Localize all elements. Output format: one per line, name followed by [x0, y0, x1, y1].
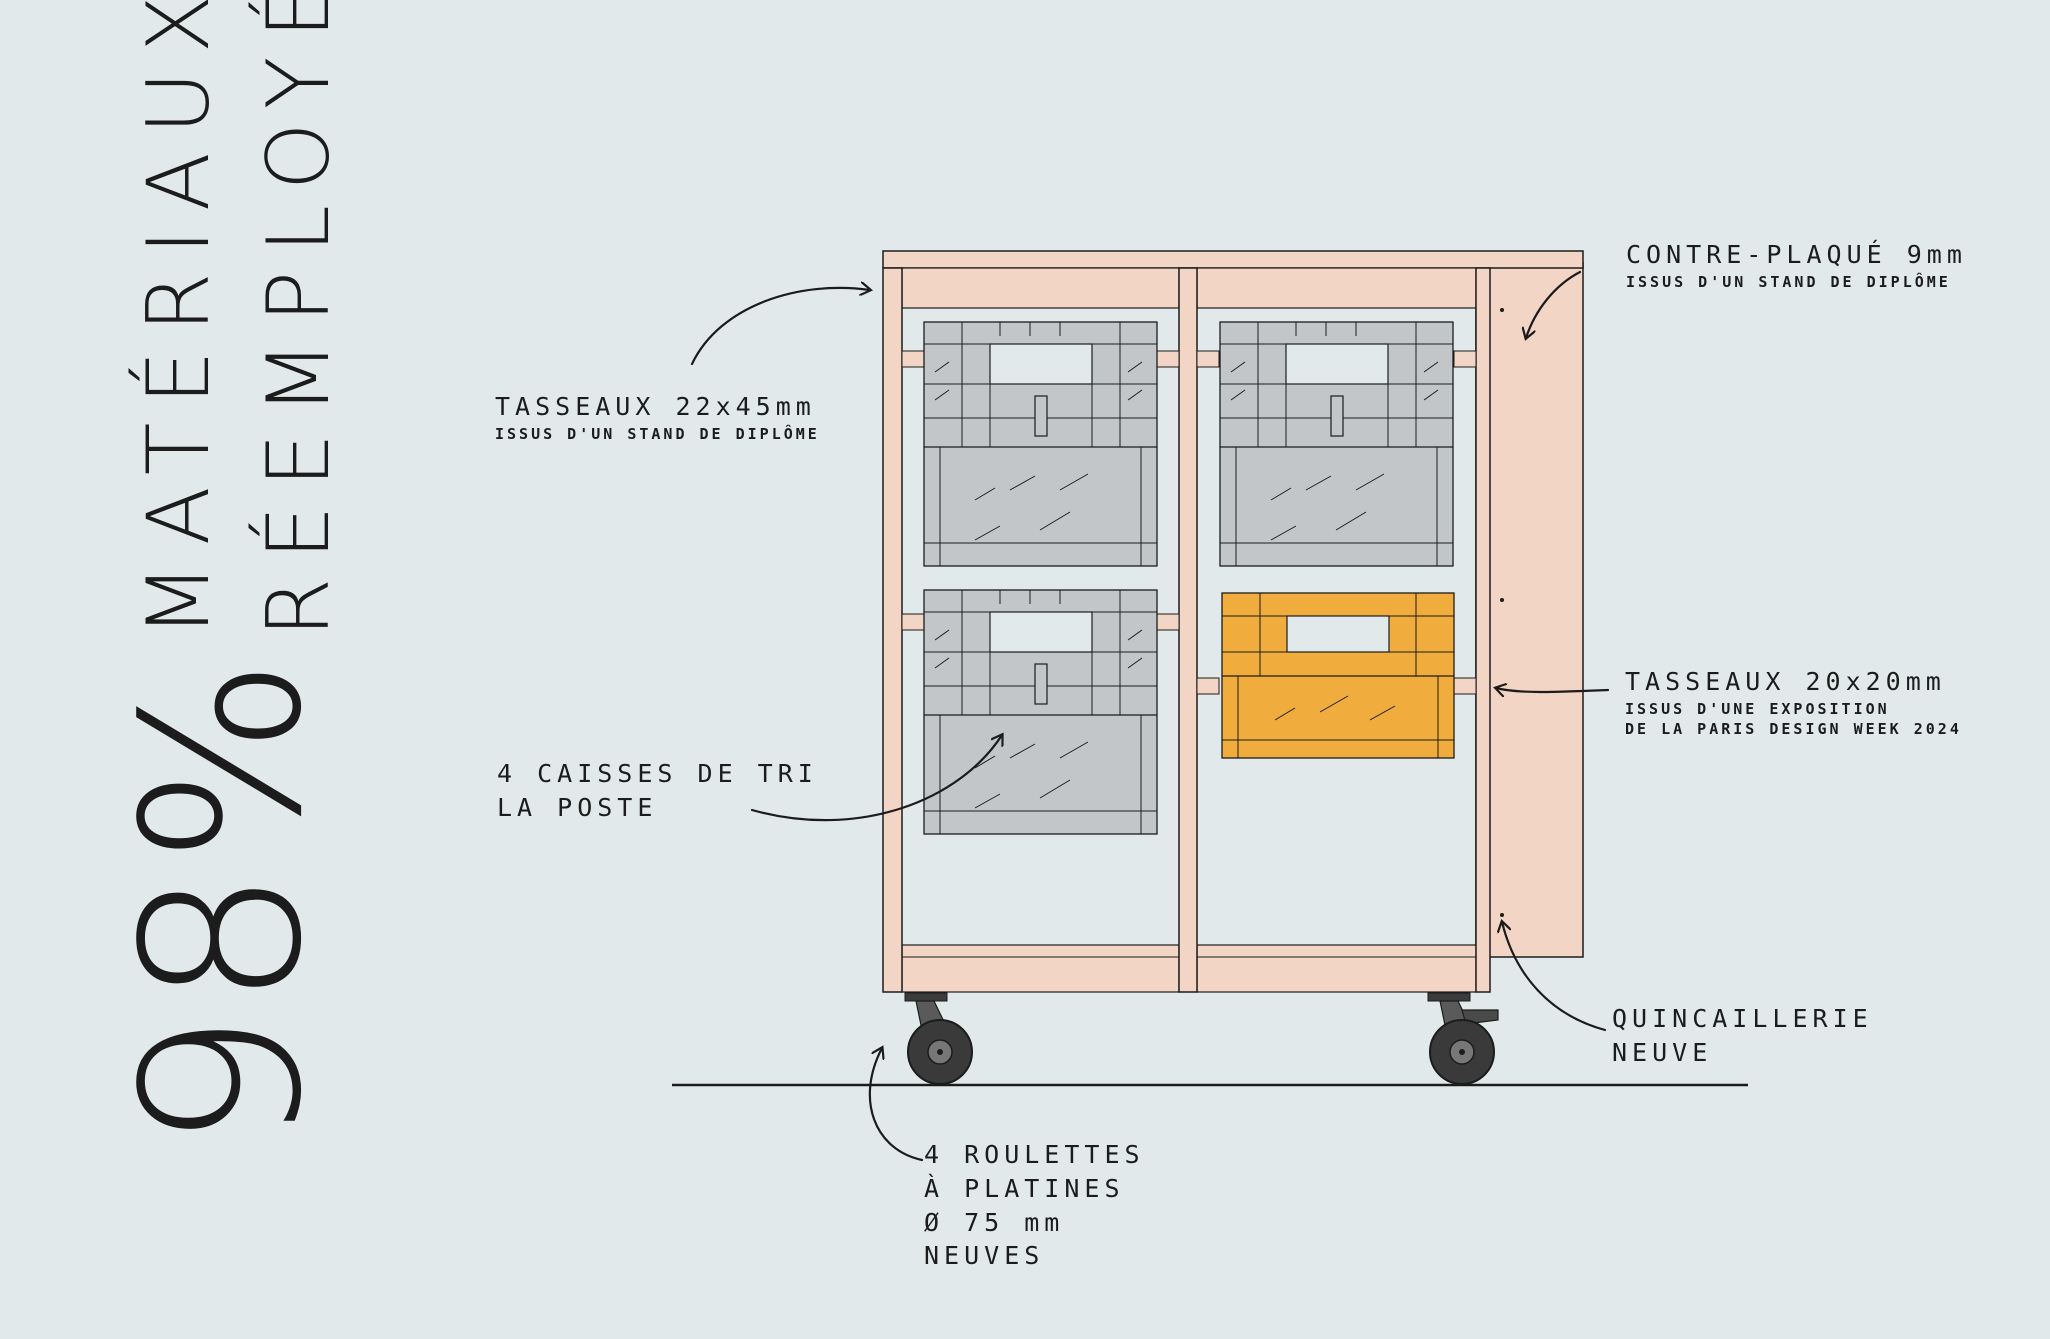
crate-grey-top-right — [1219, 321, 1454, 567]
arrow-tasseaux-mid — [1496, 688, 1610, 692]
annotation-roulettes: 4 ROULETTES À PLATINES Ø 75 mm NEUVES — [924, 1138, 1145, 1273]
annotation-tasseaux-mid-sub-2: DE LA PARIS DESIGN WEEK 2024 — [1625, 720, 1962, 738]
annotation-roulettes-line-2: À PLATINES — [924, 1173, 1125, 1203]
bottom-rail-right — [1196, 944, 1477, 993]
upright-middle — [1178, 267, 1198, 993]
arrow-quincaillerie — [1502, 922, 1607, 1032]
annotation-caisses: 4 CAISSES DE TRI LA POSTE — [497, 757, 818, 825]
crate-runners — [901, 350, 1477, 695]
caster-left — [904, 992, 973, 1085]
annotation-contreplaque: CONTRE-PLAQUÉ 9mm ISSUS D'UN STAND DE DI… — [1626, 238, 1967, 292]
arrow-caisses — [750, 735, 1002, 822]
upright-right — [1475, 267, 1491, 993]
arrow-roulettes — [868, 1048, 924, 1162]
annotation-contreplaque-title: CONTRE-PLAQUÉ 9mm — [1626, 240, 1967, 269]
crate-yellow — [1221, 592, 1455, 759]
annotation-tasseaux-top-sub: ISSUS D'UN STAND DE DIPLÔME — [495, 424, 820, 443]
top-rail-right — [1196, 267, 1477, 309]
annotation-roulettes-line-4: NEUVES — [924, 1241, 1045, 1271]
annotation-tasseaux-top: TASSEAUX 22x45mm ISSUS D'UN STAND DE DIP… — [495, 390, 820, 444]
crate-grey-bottom-left — [923, 589, 1158, 835]
annotation-tasseaux-mid-sub-1: ISSUS D'UNE EXPOSITION — [1625, 699, 1890, 718]
caster-right — [1427, 992, 1499, 1085]
annotation-caisses-line-2: LA POSTE — [497, 792, 658, 822]
bottom-rail-left — [901, 944, 1180, 993]
annotation-contreplaque-sub: ISSUS D'UN STAND DE DIPLÔME — [1626, 272, 1951, 291]
top-rail-left — [901, 267, 1180, 309]
crate-grey-top-left — [923, 321, 1158, 567]
arrow-tasseaux-top — [690, 288, 870, 366]
annotation-quincaillerie-line-2: NEUVE — [1612, 1037, 1713, 1067]
annotation-roulettes-line-1: 4 ROULETTES — [924, 1140, 1145, 1169]
annotation-tasseaux-mid: TASSEAUX 20x20mm ISSUS D'UNE EXPOSITION … — [1625, 665, 1962, 739]
arrow-contreplaque — [1526, 270, 1582, 338]
upright-left — [882, 267, 903, 993]
annotation-caisses-line-1: 4 CAISSES DE TRI — [497, 759, 818, 788]
annotation-quincaillerie-line-1: QUINCAILLERIE — [1612, 1004, 1873, 1033]
annotation-roulettes-line-3: Ø 75 mm — [924, 1207, 1065, 1237]
annotation-tasseaux-mid-title: TASSEAUX 20x20mm — [1625, 667, 1946, 696]
top-board — [882, 250, 1584, 269]
annotation-tasseaux-top-title: TASSEAUX 22x45mm — [495, 392, 816, 421]
annotation-quincaillerie: QUINCAILLERIE NEUVE — [1612, 1002, 1873, 1070]
side-panel — [1475, 262, 1584, 958]
